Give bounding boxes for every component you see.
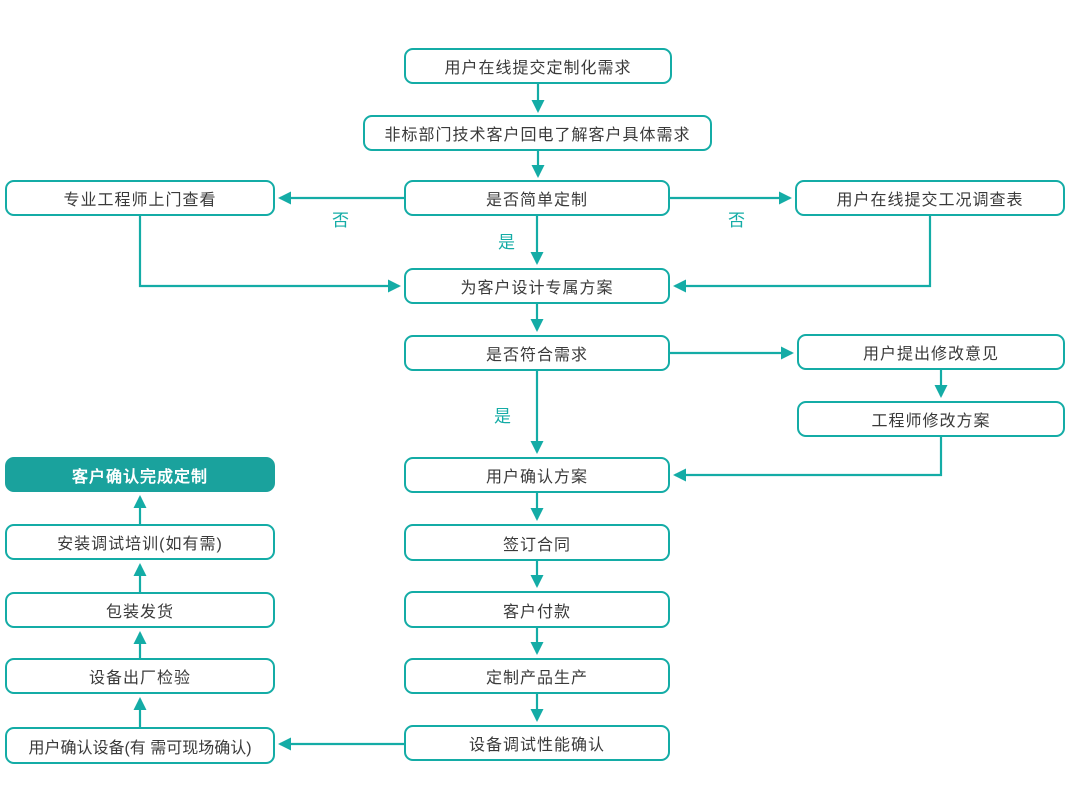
node-user-feedback: 用户提出修改意见 [797, 334, 1065, 370]
node-user-confirm-device: 用户确认设备(有 需可现场确认) [5, 727, 275, 764]
node-survey-form: 用户在线提交工况调查表 [795, 180, 1065, 216]
node-factory-inspection: 设备出厂检验 [5, 658, 275, 694]
edge-engineer-visit-to-design-plan [138, 216, 401, 293]
edge-engineer-revise-to-confirm-plan [673, 437, 943, 482]
edge-label-no-left: 否 [332, 211, 350, 230]
node-callback-understand: 非标部门技术客户回电了解客户具体需求 [363, 115, 712, 151]
node-custom-production: 定制产品生产 [404, 658, 670, 694]
node-design-plan: 为客户设计专属方案 [404, 268, 670, 304]
edge-label-yes-lower: 是 [494, 407, 512, 426]
node-engineer-revise: 工程师修改方案 [797, 401, 1065, 437]
node-customization-complete: 客户确认完成定制 [5, 457, 275, 492]
node-engineer-visit: 专业工程师上门查看 [5, 180, 275, 216]
node-simple-custom-decision: 是否简单定制 [404, 180, 670, 216]
edge-survey-form-to-design-plan [673, 216, 932, 293]
node-install-training: 安装调试培训(如有需) [5, 524, 275, 560]
node-confirm-plan: 用户确认方案 [404, 457, 670, 493]
edge-label-yes-center: 是 [498, 233, 516, 252]
node-meets-needs-decision: 是否符合需求 [404, 335, 670, 371]
node-customer-payment: 客户付款 [404, 591, 670, 628]
node-packing-shipping: 包装发货 [5, 592, 275, 628]
node-submit-requirements: 用户在线提交定制化需求 [404, 48, 672, 84]
node-sign-contract: 签订合同 [404, 524, 670, 561]
edge-label-no-right: 否 [728, 211, 746, 230]
node-debug-performance: 设备调试性能确认 [404, 725, 670, 761]
